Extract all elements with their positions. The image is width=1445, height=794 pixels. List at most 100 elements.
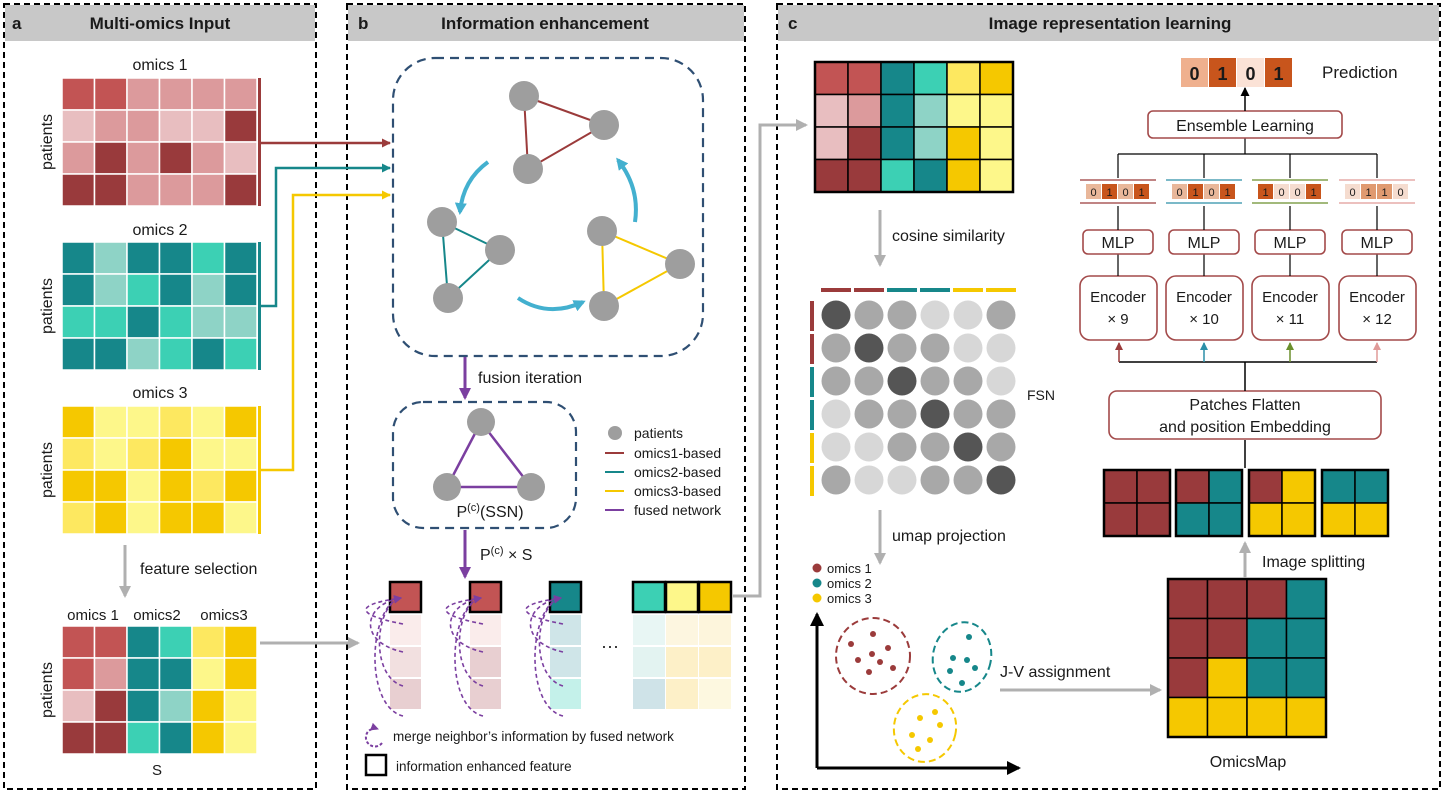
heatmap-cell — [93, 109, 128, 143]
fsn-cell — [953, 333, 983, 363]
fsn-column-bar — [953, 288, 983, 292]
heatmap-cell — [223, 657, 258, 691]
patch-border — [1174, 468, 1244, 538]
heatmap-cell — [126, 689, 161, 723]
enhanced-matrix-cell — [946, 93, 981, 128]
heatmap-cell — [191, 141, 226, 175]
faded-feature-cell — [699, 615, 731, 645]
merge-arrow — [529, 595, 564, 653]
fsn-column-bar — [887, 288, 917, 292]
enhanced-feature-cell — [697, 580, 733, 614]
fsn-cell — [887, 366, 917, 396]
omicsmap-cell — [1167, 657, 1209, 699]
prediction-bit: 1 — [1217, 64, 1227, 84]
fsn-cell — [854, 300, 884, 330]
patch-cell — [1248, 502, 1283, 537]
umap-dot — [950, 655, 956, 661]
enhanced-matrix-border — [813, 60, 1015, 194]
heatmap-cell — [223, 501, 258, 535]
panel-a-title: Multi-omics Input — [90, 14, 231, 33]
omics1-network — [509, 81, 619, 184]
heatmap-cell — [158, 657, 193, 691]
fsn-cell — [986, 432, 1016, 462]
encoder-connectors — [1115, 342, 1381, 391]
heatmap-cell — [158, 689, 193, 723]
prediction-bit-cell — [1209, 58, 1236, 87]
heatmap-cell — [191, 501, 226, 535]
heatmap-cell — [93, 437, 128, 471]
heatmap-cell — [158, 437, 193, 471]
umap-plot — [810, 612, 1021, 775]
encoder-mlp-links — [1117, 254, 1378, 276]
fsn-cell — [920, 465, 950, 495]
enhanced-matrix-cell — [979, 126, 1014, 161]
heatmap-cell — [93, 241, 128, 275]
network-node — [589, 110, 619, 140]
heatmap-cell — [191, 437, 226, 471]
model-output-bit: 0 — [1278, 187, 1284, 199]
model-output-bit: 0 — [1397, 187, 1403, 199]
fsn-column-bar — [821, 288, 851, 292]
enhanced-matrix-cell — [880, 126, 915, 161]
enhanced-matrix-cell — [913, 126, 948, 161]
fsn-row-bar — [810, 334, 814, 364]
omicsmap-border — [1166, 577, 1328, 739]
enhanced-feature-cell — [548, 580, 583, 614]
omicsmap-label: OmicsMap — [1210, 754, 1287, 771]
enhanced-matrix-cell — [847, 61, 882, 96]
umap-dot — [909, 732, 915, 738]
umap-legend-marker-2 — [812, 578, 822, 588]
fsn-cell — [920, 366, 950, 396]
mlp-1: MLP — [1082, 229, 1154, 255]
patches-line1: Patches Flatten — [1189, 397, 1300, 414]
enhanced-matrix-cell — [946, 61, 981, 96]
model-output-bit: 0 — [1208, 187, 1214, 199]
heatmap-cell — [158, 625, 193, 659]
encoder-3-line1: Encoder — [1262, 289, 1318, 306]
enhanced-matrix-cell — [847, 158, 882, 193]
omics2-connector — [261, 163, 391, 308]
fsn-cell — [953, 432, 983, 462]
faded-feature-cell — [390, 615, 421, 645]
legend-fused: fused network — [634, 502, 722, 518]
faded-feature-cell — [633, 615, 665, 645]
heatmap-cell — [126, 437, 161, 471]
enhanced-features — [365, 580, 733, 717]
heatmap-cell — [93, 469, 128, 503]
merge-note: merge neighbor’s information by fused ne… — [393, 729, 674, 744]
merge-note-icon — [364, 722, 383, 748]
faded-feature-cell — [666, 615, 698, 645]
enhanced-matrix-cell — [979, 61, 1014, 96]
network-node — [513, 154, 543, 184]
omicsmap-cell — [1206, 696, 1248, 738]
heatmap-cell — [223, 437, 258, 471]
patch-cell — [1281, 502, 1316, 537]
omicsmap-cell — [1167, 696, 1209, 738]
feature-selection-label: feature selection — [140, 561, 257, 578]
cluster-omics3 — [892, 693, 958, 763]
omics-2-block: omics 2 patients — [39, 222, 261, 371]
umap-dot — [937, 722, 943, 728]
umap-dots — [848, 631, 978, 752]
omicsmap-cell — [1246, 657, 1288, 699]
encoder-3-line2: × 11 — [1276, 311, 1305, 328]
heatmap-cell — [223, 469, 258, 503]
cluster-omics1 — [835, 617, 911, 695]
omics-2-label: omics 2 — [132, 222, 187, 239]
heatmap-cell — [61, 109, 96, 143]
omicsmap-cell — [1285, 696, 1327, 738]
omics-2-patients-label: patients — [39, 278, 56, 334]
model-output-bit: 1 — [1310, 187, 1316, 199]
enhanced-note: information enhanced feature — [396, 759, 572, 774]
model-output-bit: 1 — [1192, 187, 1198, 199]
mlp-4-label: MLP — [1361, 235, 1394, 252]
omics-2-heatmap — [61, 241, 258, 371]
heatmap-cell — [126, 77, 161, 111]
panel-b-letter: b — [358, 14, 368, 33]
prediction-bit-cell — [1265, 58, 1292, 87]
enhanced-feature-cell — [388, 580, 423, 614]
omics2-network — [427, 207, 515, 313]
encoder-2-line2: × 10 — [1189, 311, 1219, 328]
panel-b-title: Information enhancement — [441, 14, 649, 33]
heatmap-cell — [223, 721, 258, 755]
